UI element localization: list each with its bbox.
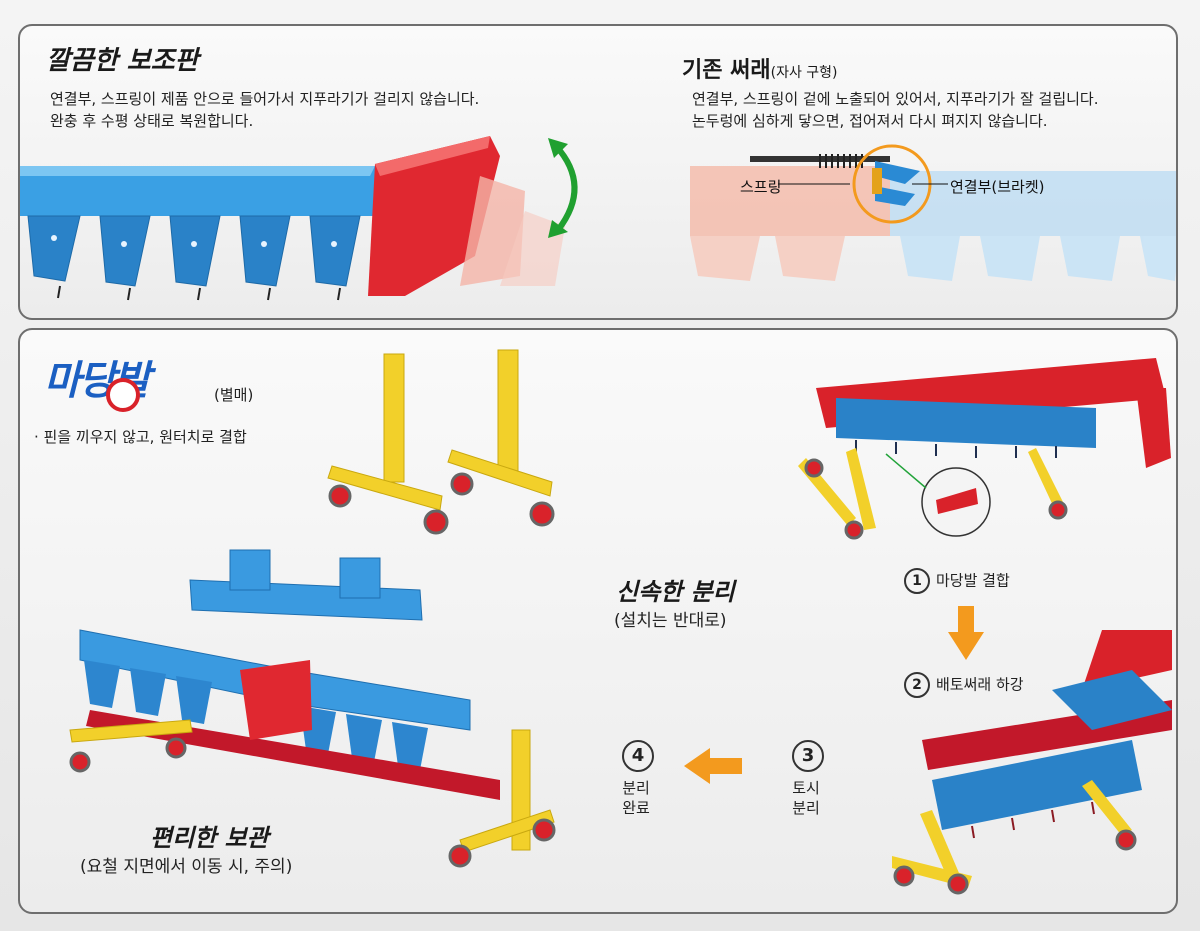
clean-plate-line-2: 완충 후 수평 상태로 복원합니다. (50, 112, 254, 130)
step-4-number: 4 (622, 740, 654, 772)
storage-title: 편리한 보관 (150, 824, 269, 852)
clean-plate-line-1: 연결부, 스프링이 제품 안으로 들어가서 지푸라기가 걸리지 않습니다. (50, 90, 480, 108)
left-arrow-icon (684, 748, 742, 784)
bullet-text: · 핀을 끼우지 않고, 원터치로 결합 (34, 428, 247, 446)
separation-illustration (892, 630, 1172, 895)
quick-separation-sub: (설치는 반대로) (614, 611, 727, 631)
down-arrow-icon (948, 606, 984, 660)
step-2-number: 2 (904, 672, 930, 698)
clean-plate-title: 깔끔한 보조판 (46, 46, 199, 76)
storage-sub: (요철 지면에서 이동 시, 주의) (80, 857, 293, 877)
step-3-number: 3 (792, 740, 824, 772)
clean-plate-illustration (20, 136, 565, 301)
old-harrow-illustration (690, 144, 1176, 281)
quick-separation-title: 신속한 분리 (616, 578, 735, 606)
old-harrow-line-1: 연결부, 스프링이 겉에 노출되어 있어서, 지푸라기가 잘 걸립니다. (692, 90, 1099, 108)
spring-callout: 스프링 (740, 178, 782, 196)
coupling-illustration (798, 358, 1171, 540)
stand-panel: 마당발 (별매) · 핀을 끼우지 않고, 원터치로 결합 (18, 328, 1178, 914)
old-harrow-line-2: 논두렁에 심하게 닿으면, 접어져서 다시 펴지지 않습니다. (692, 112, 1048, 130)
bracket-callout: 연결부(브라켓) (950, 178, 1045, 196)
stand-pair-illustration (327, 349, 555, 535)
old-harrow-title: 기존 써래(자사 구형) (682, 58, 838, 83)
rotation-arrow-icon (548, 138, 578, 238)
comparison-panel: 깔끔한 보조판 연결부, 스프링이 제품 안으로 들어가서 지푸라기가 걸리지 … (18, 24, 1178, 320)
wheel-logo-icon (106, 378, 140, 412)
logo-sub: (별매) (214, 386, 254, 404)
step-1-number: 1 (904, 568, 930, 594)
storage-illustration (69, 549, 556, 868)
